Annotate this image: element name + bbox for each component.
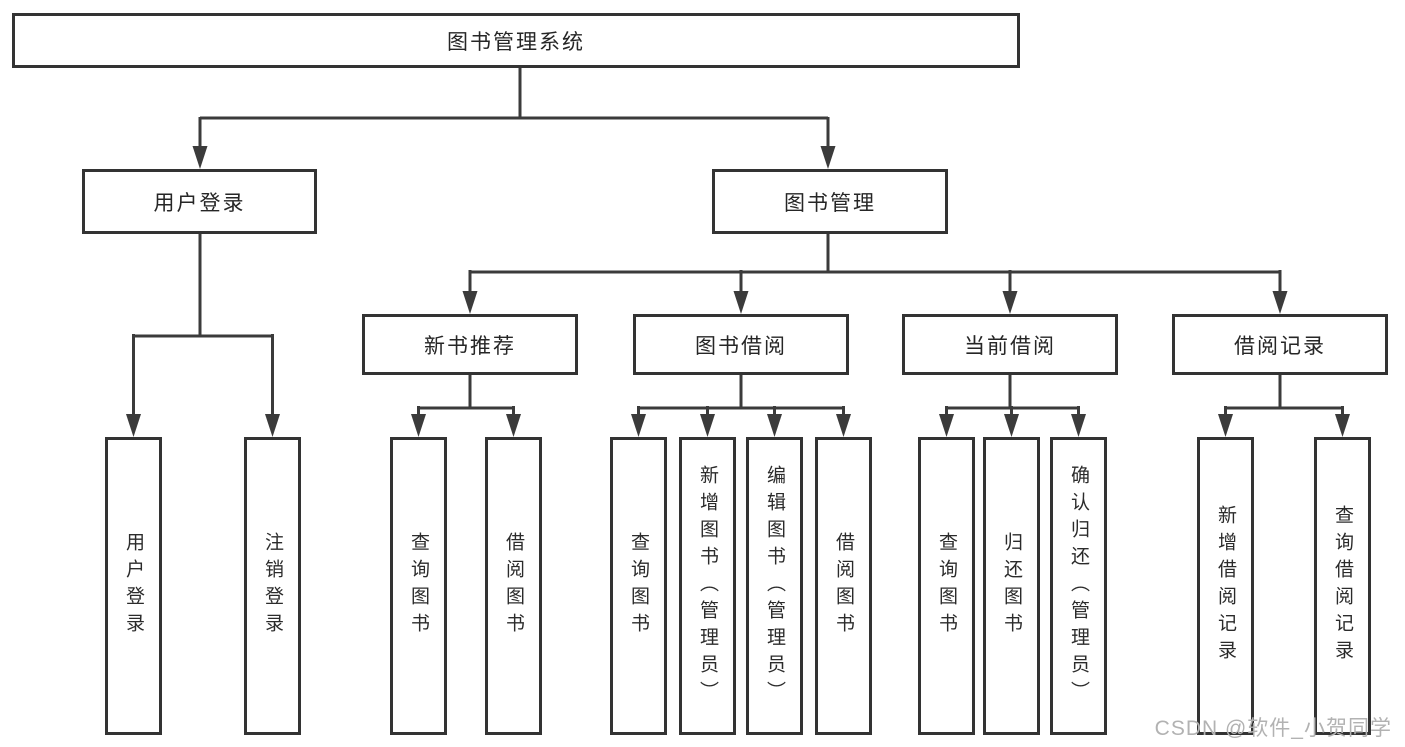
- node-current-borrowing: 当前借阅: [902, 314, 1118, 375]
- leaf-borrowing-borrow-books-label: 借阅图书: [833, 532, 854, 640]
- leaf-borrowing-add-books-admin-label: 新增图书（管理员）: [697, 464, 718, 708]
- leaf-newrec-borrow-books-label: 借阅图书: [503, 532, 524, 640]
- leaf-user-login: 用户登录: [105, 437, 162, 735]
- leaf-user-login-label: 用户登录: [123, 532, 144, 640]
- leaf-records-query-record: 查询借阅记录: [1314, 437, 1371, 735]
- edge-current-borrowing-children: [939, 375, 1086, 437]
- leaf-records-query-record-label: 查询借阅记录: [1332, 505, 1353, 667]
- leaf-current-return-books: 归还图书: [983, 437, 1040, 735]
- node-borrowing-records: 借阅记录: [1172, 314, 1388, 375]
- leaf-records-add-record: 新增借阅记录: [1197, 437, 1254, 735]
- leaf-logout: 注销登录: [244, 437, 301, 735]
- leaf-borrowing-edit-books-admin: 编辑图书（管理员）: [746, 437, 803, 735]
- leaf-current-query-books: 查询图书: [918, 437, 975, 735]
- leaf-borrowing-query-books-label: 查询图书: [628, 532, 649, 640]
- edge-borrowing-records-children: [1218, 375, 1350, 437]
- node-user-login: 用户登录: [82, 169, 317, 234]
- node-book-management: 图书管理: [712, 169, 948, 234]
- edge-book-borrowing-children: [631, 375, 851, 437]
- leaf-logout-label: 注销登录: [262, 532, 283, 640]
- node-library-system: 图书管理系统: [12, 13, 1020, 68]
- edge-book-management-children: [462, 234, 1288, 314]
- edge-root-to-level2: [192, 68, 836, 169]
- leaf-newrec-query-books: 查询图书: [390, 437, 447, 735]
- leaf-current-query-books-label: 查询图书: [936, 532, 957, 640]
- leaf-borrowing-borrow-books: 借阅图书: [815, 437, 872, 735]
- leaf-newrec-borrow-books: 借阅图书: [485, 437, 542, 735]
- leaf-records-add-record-label: 新增借阅记录: [1215, 505, 1236, 667]
- leaf-borrowing-edit-books-admin-label: 编辑图书（管理员）: [764, 464, 785, 708]
- leaf-newrec-query-books-label: 查询图书: [408, 532, 429, 640]
- node-book-borrowing: 图书借阅: [633, 314, 849, 375]
- edge-new-book-recommend-children: [411, 375, 521, 437]
- leaf-borrowing-add-books-admin: 新增图书（管理员）: [679, 437, 736, 735]
- leaf-current-confirm-return-admin: 确认归还（管理员）: [1050, 437, 1107, 735]
- leaf-current-confirm-return-admin-label: 确认归还（管理员）: [1068, 464, 1089, 708]
- watermark-text: CSDN @软件_小贺同学: [1154, 717, 1392, 740]
- leaf-borrowing-query-books: 查询图书: [610, 437, 667, 735]
- edge-user-login-children: [126, 234, 280, 437]
- node-new-book-recommend: 新书推荐: [362, 314, 578, 375]
- leaf-current-return-books-label: 归还图书: [1001, 532, 1022, 640]
